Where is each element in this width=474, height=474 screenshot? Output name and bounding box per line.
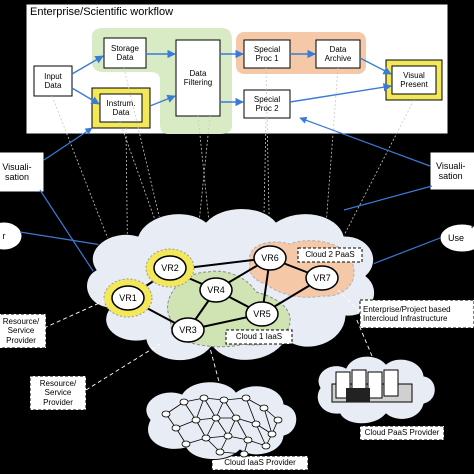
special-proc-2-label: Special Proc 2 xyxy=(253,94,281,113)
arrow-input-to-instrum xyxy=(71,87,100,105)
data-archive-label: Data Archive xyxy=(324,44,352,63)
provider-lower-label: Resource/ Service Provider xyxy=(39,379,77,407)
storage-data-label: Storage Data xyxy=(110,43,140,62)
router-vr2-label: VR2 xyxy=(161,262,179,273)
router-vr3 xyxy=(171,317,205,343)
special-proc-1-label: Special Proc 1 xyxy=(253,44,281,63)
router-vr1 xyxy=(111,285,145,311)
router-vr6-label: VR6 xyxy=(261,252,279,263)
mesh-node xyxy=(179,398,189,406)
router-vr5-label: VR5 xyxy=(253,308,271,319)
mesh-link xyxy=(255,423,267,447)
cloud1-iaas-label: Cloud 1 IaaS xyxy=(235,332,283,342)
iaas-node-mesh xyxy=(161,394,283,458)
intercloud-label-box xyxy=(359,299,474,329)
mesh-node xyxy=(259,404,269,412)
cloud2-label-box xyxy=(297,247,363,263)
visual-present-label: Visual Present xyxy=(400,70,428,89)
router-vr1-label: VR1 xyxy=(119,292,137,303)
arrow-proc2-to-visual xyxy=(289,83,392,103)
mesh-node xyxy=(171,424,181,432)
mesh-link xyxy=(263,407,273,435)
mesh-link xyxy=(195,397,205,421)
router-vr5 xyxy=(245,301,279,327)
mesh-node xyxy=(211,414,221,422)
mesh-node xyxy=(201,434,211,442)
left-user-label: r xyxy=(2,230,6,241)
mesh-node xyxy=(199,394,209,402)
input-data-box xyxy=(33,65,73,97)
link-right-visual-to-workflow xyxy=(299,116,431,167)
storage-data-box xyxy=(103,37,147,69)
mesh-node xyxy=(191,416,201,424)
instrum-data-label: Instrum. Data xyxy=(106,98,136,117)
mesh-node xyxy=(231,414,241,422)
router-vr2 xyxy=(153,255,187,281)
data-archive-box xyxy=(315,39,361,69)
arrow-archive-to-visual xyxy=(359,57,392,75)
arrow-input-to-storage xyxy=(71,55,104,75)
paas-provider-label: Cloud PaaS Provider xyxy=(364,428,440,438)
mesh-node xyxy=(215,448,225,456)
paas-provider-box xyxy=(359,425,445,441)
left-visualisation-box xyxy=(0,151,45,193)
instrum-data-box xyxy=(99,93,143,123)
mesh-link xyxy=(245,397,257,425)
link-left-user-to-cloud xyxy=(19,231,109,247)
mesh-node xyxy=(239,450,249,458)
iaas-provider-label: Cloud IaaS Provider xyxy=(224,458,296,468)
left-visualisation-label: Visuali- sation xyxy=(2,161,32,182)
mesh-node xyxy=(181,440,191,448)
provider-upper-box xyxy=(0,313,47,349)
mesh-node xyxy=(267,430,277,438)
mesh-node xyxy=(161,410,171,418)
mesh-node xyxy=(219,396,229,404)
router-vr4 xyxy=(199,277,233,303)
router-vr7 xyxy=(305,265,339,291)
router-vr7-label: VR7 xyxy=(313,272,331,283)
intercloud-label: Enterprise/Project based Intercloud Infr… xyxy=(363,304,451,323)
data-filtering-label: Data Filtering xyxy=(183,68,213,87)
mesh-node xyxy=(223,432,233,440)
iaas-provider-box xyxy=(211,455,309,471)
router-vr4-label: VR4 xyxy=(207,284,225,295)
provider-upper-label: Resource/ Service Provider xyxy=(2,317,40,345)
cloud1-label-box xyxy=(225,329,293,345)
cloud2-paas-label: Cloud 2 PaaS xyxy=(305,250,355,260)
mesh-node xyxy=(241,394,251,402)
mesh-node xyxy=(251,420,261,428)
mesh-node xyxy=(243,436,253,444)
router-vr6 xyxy=(253,245,287,271)
arrow-instrum-to-filter xyxy=(149,94,176,107)
workflow-title: Enterprise/Scientific workflow xyxy=(30,6,174,18)
mesh-node xyxy=(261,442,271,450)
router-vr3-label: VR3 xyxy=(179,324,197,335)
input-data-label: Input Data xyxy=(44,71,62,90)
paas-servers-icon xyxy=(331,369,413,403)
visual-present-box xyxy=(391,65,437,95)
provider-lower-box xyxy=(29,375,87,411)
left-user-node xyxy=(0,221,23,251)
mesh-node xyxy=(273,416,283,424)
link-right-visual-to-cloud xyxy=(343,185,433,211)
mesh-link xyxy=(235,417,249,441)
mesh-link xyxy=(203,397,217,419)
right-visualisation-label: Visuali- sation xyxy=(436,160,466,181)
link-left-visual-to-workflow xyxy=(43,127,93,161)
mesh-link xyxy=(205,417,217,439)
right-user-label: Use xyxy=(448,232,465,243)
